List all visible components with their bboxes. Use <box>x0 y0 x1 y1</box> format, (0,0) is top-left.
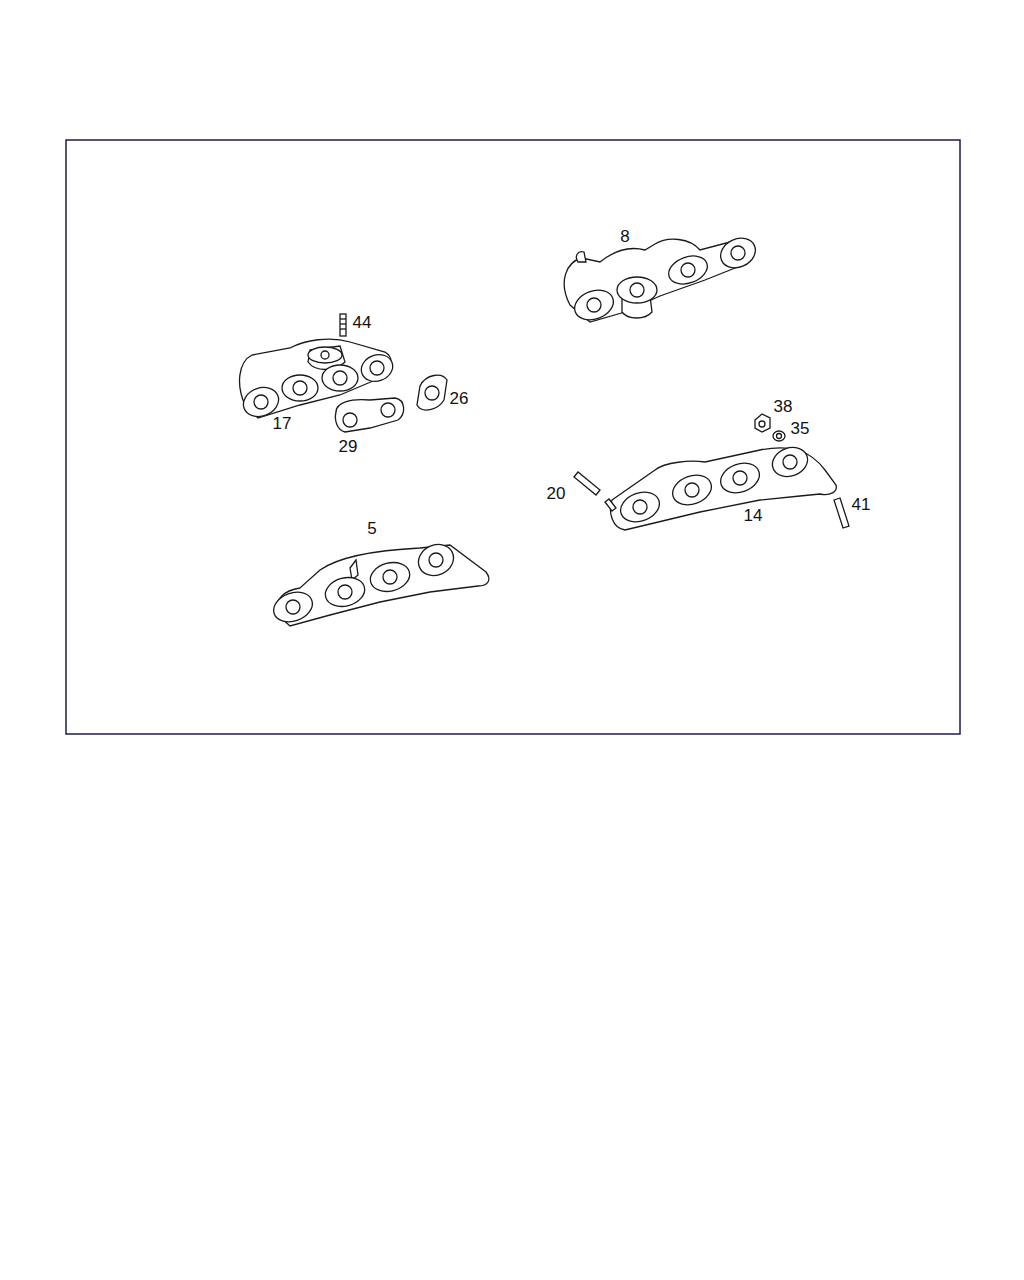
callout-number: 8 <box>620 228 629 245</box>
callout-number: 44 <box>353 314 372 331</box>
callout-number: 5 <box>367 520 376 537</box>
callout-number: 29 <box>339 438 358 455</box>
callout-number: 20 <box>547 485 566 502</box>
callout-number: 35 <box>791 420 810 437</box>
exhaust-manifold <box>564 233 760 325</box>
callout-number: 41 <box>852 496 871 513</box>
frame <box>66 140 960 734</box>
exhaust-manifold <box>239 314 447 432</box>
exhaust-manifold <box>269 539 488 627</box>
callout-number: 26 <box>450 390 469 407</box>
callout-number: 38 <box>774 398 793 415</box>
exhaust-manifold <box>574 414 849 530</box>
callout-number: 17 <box>273 415 292 432</box>
callout-number: 14 <box>744 507 763 524</box>
